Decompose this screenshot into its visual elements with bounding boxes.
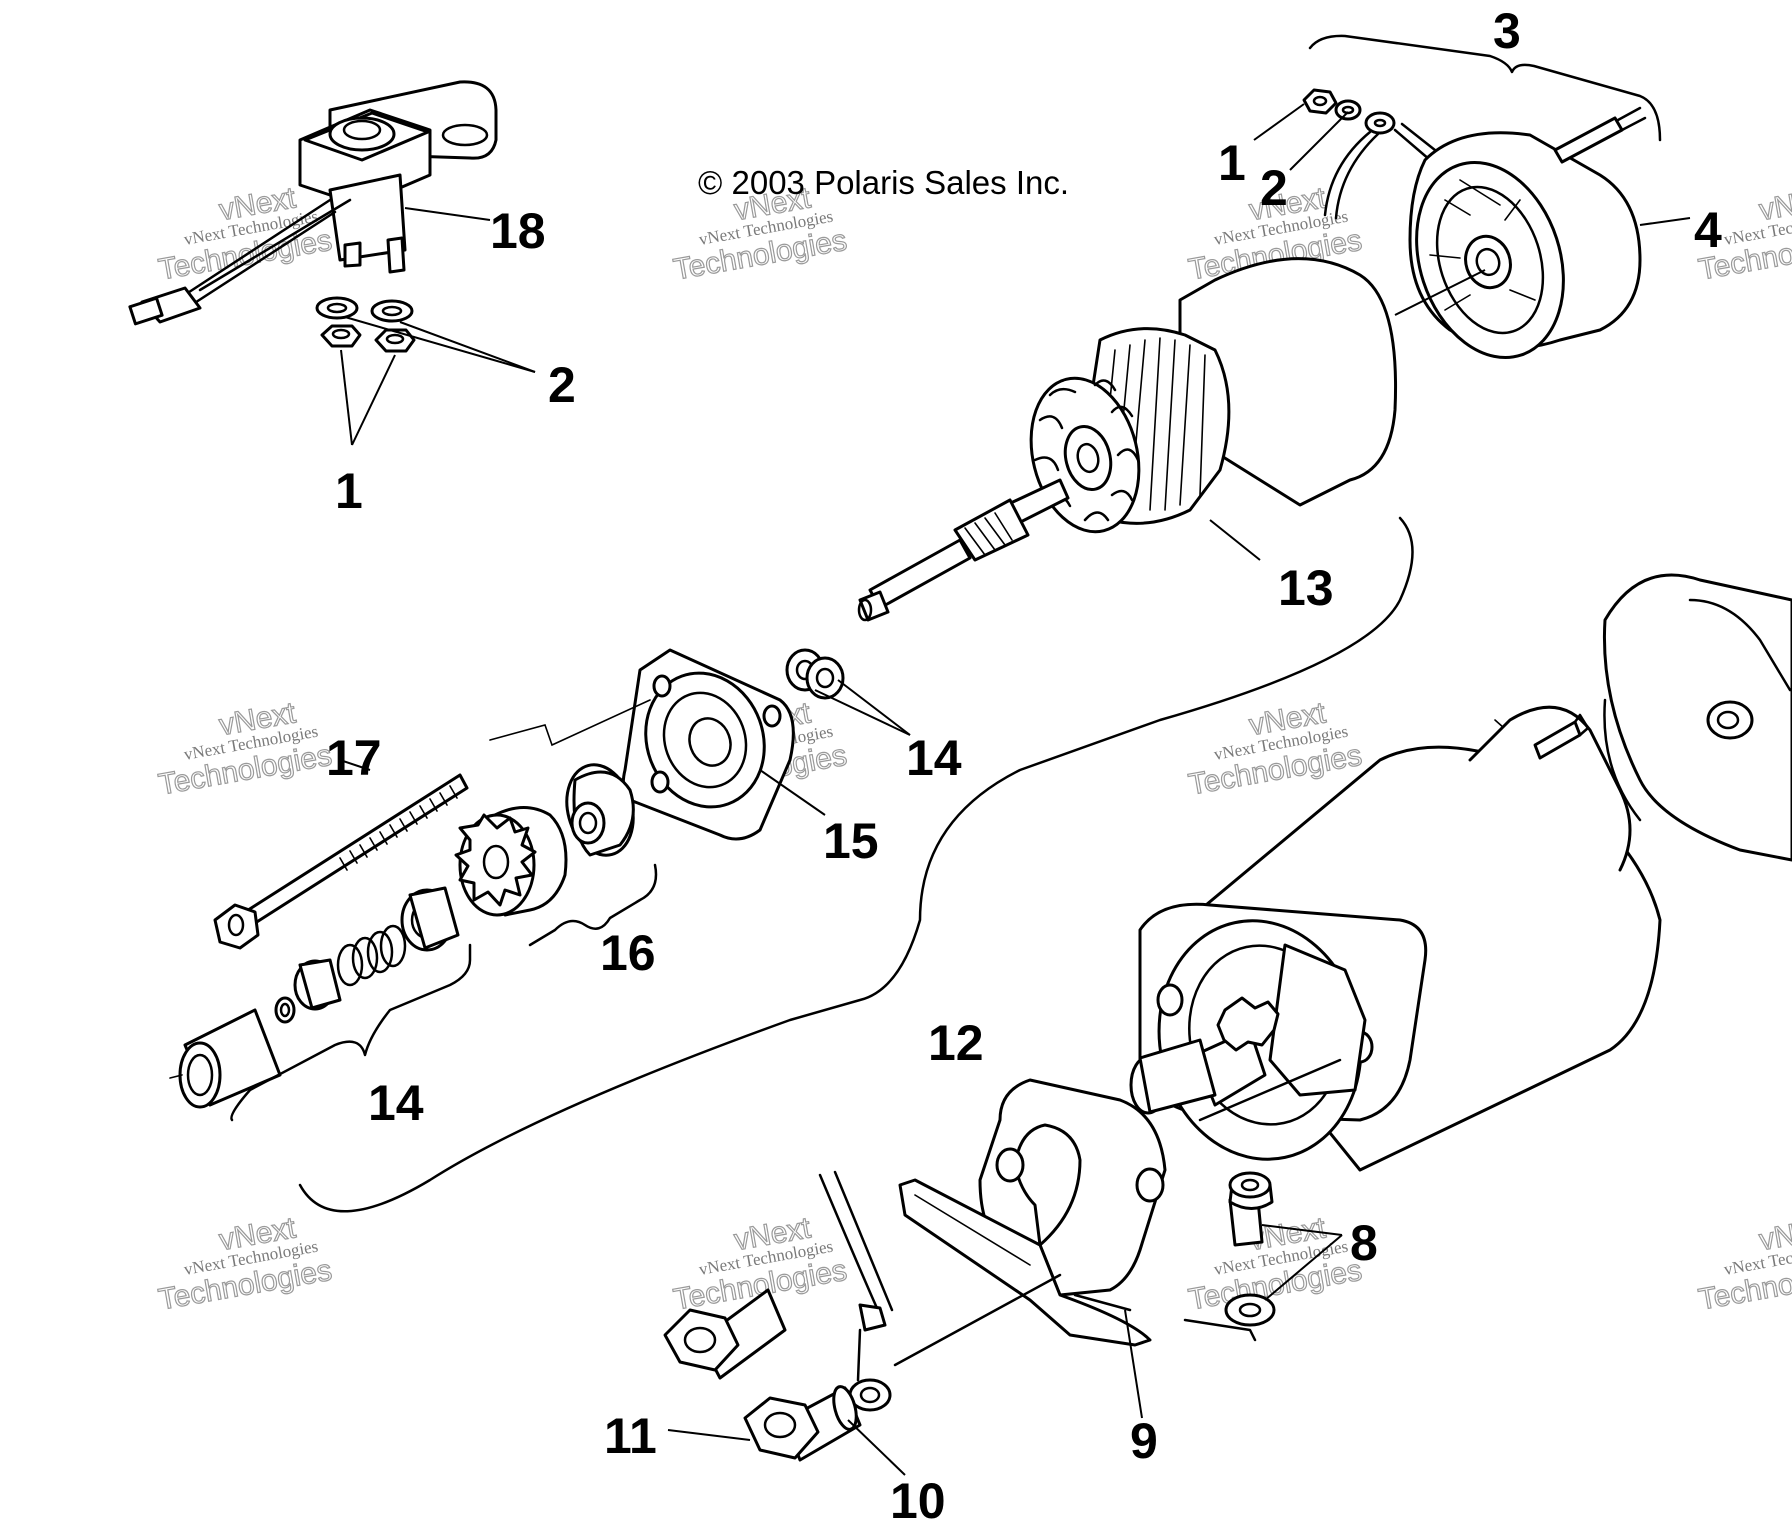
through-bolt (213, 759, 469, 950)
callout-13: 13 (1278, 560, 1334, 616)
armature-housing (857, 257, 1398, 622)
spring-parts (169, 863, 658, 1122)
callout-10: 10 (890, 1473, 946, 1529)
watermark: vNext vNext Technologies Technologies (671, 181, 850, 288)
callout-1: 1 (335, 463, 363, 519)
watermark: vNext vNext Technologies Technologies (156, 1211, 335, 1318)
callout-16: 16 (600, 925, 656, 981)
cap-screw-and-washer (1183, 1171, 1343, 1342)
callout-15: 15 (823, 813, 879, 869)
callout-18: 18 (490, 203, 546, 259)
watermark: vNext vNext Technologies Technologies (1186, 696, 1365, 803)
watermark: vNext vNext Technologies Technologies (1696, 1211, 1792, 1318)
callout-17: 17 (326, 730, 382, 786)
callout-12: 12 (928, 1015, 984, 1071)
callout-14: 14 (906, 730, 962, 786)
solenoid-assembly (128, 80, 536, 446)
callout-4: 4 (1694, 202, 1722, 258)
copyright-text: © 2003 Polaris Sales Inc. (698, 164, 1069, 201)
end-cap-assembly (1253, 34, 1691, 360)
watermark-group: vNext vNext Technologies Technologies vN… (156, 181, 1792, 1318)
ground-hardware (663, 1170, 906, 1476)
starter-motor-assembled (1129, 573, 1792, 1172)
callout-9: 9 (1130, 1413, 1158, 1469)
callout-3: 3 (1493, 3, 1521, 59)
front-flange (489, 648, 826, 841)
callout-8: 8 (1350, 1215, 1378, 1271)
thrust-washers (785, 648, 911, 736)
watermark: vNext vNext Technologies Technologies (156, 696, 335, 803)
watermark: vNext vNext Technologies Technologies (1186, 1211, 1365, 1318)
pinion-gear (454, 806, 568, 917)
callout-2: 2 (548, 357, 576, 413)
group-bracket-12 (298, 516, 1414, 1213)
callout-1: 1 (1218, 135, 1246, 191)
callout-11: 11 (604, 1408, 657, 1464)
callout-2: 2 (1260, 160, 1288, 216)
callout-labels: 18 2 1 3 1 2 4 13 17 14 15 16 12 14 8 9 … (326, 3, 1722, 1529)
mounting-bracket (893, 1078, 1167, 1419)
drive-cup (565, 763, 635, 857)
callout-14: 14 (368, 1075, 424, 1131)
